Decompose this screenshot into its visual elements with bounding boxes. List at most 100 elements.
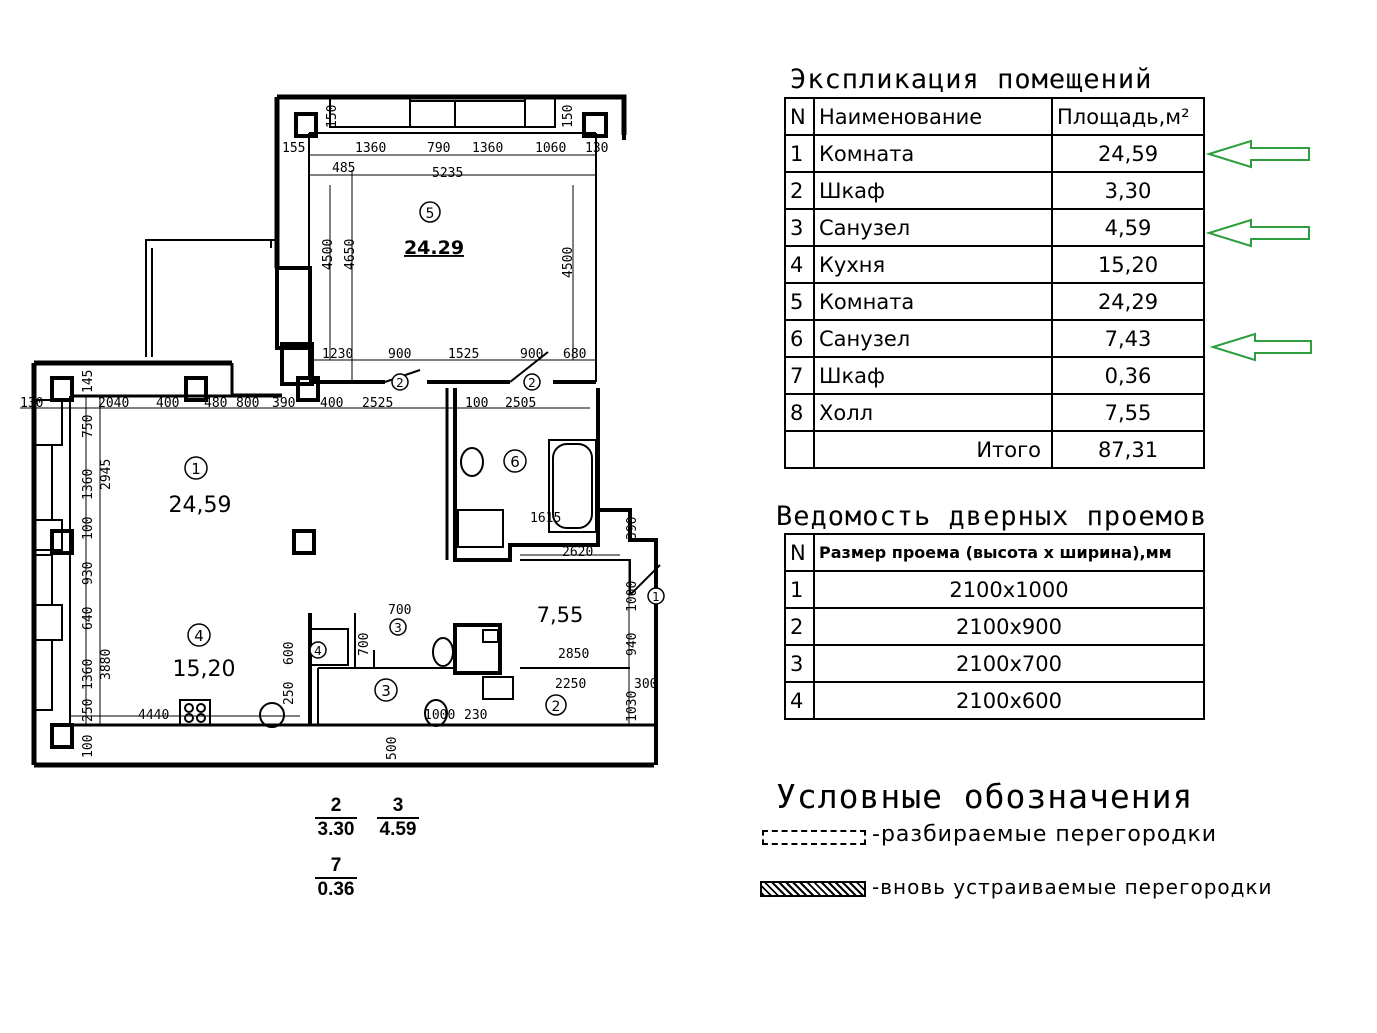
header-name: Наименование <box>813 97 1053 136</box>
dim: 1360 <box>355 141 386 156</box>
fraction-bathroom-3: 3 4.59 <box>377 795 419 841</box>
header-n: N <box>784 97 815 136</box>
row-n: 4 <box>784 681 815 720</box>
dim: 130 <box>20 396 43 411</box>
fraction-num: 7 <box>330 855 342 876</box>
room-6-number: 6 <box>510 453 520 471</box>
header-area: Площадь,м² <box>1051 97 1205 136</box>
row-name: Комната <box>813 134 1053 173</box>
doors-table-header: N Размер проема (высота х ширина),мм <box>784 533 1205 572</box>
row-area: 7,55 <box>1051 393 1205 432</box>
table-row: 2 Шкаф 3,30 <box>784 171 1205 210</box>
dim: 4650 <box>343 239 358 270</box>
door-mark: 2 <box>528 376 536 390</box>
row-size: 2100х900 <box>813 607 1205 646</box>
rooms-table-title: Экспликация помещений <box>790 64 1153 95</box>
table-row: 8 Холл 7,55 <box>784 393 1205 432</box>
row-area: 15,20 <box>1051 245 1205 284</box>
dim: 2945 <box>99 459 114 490</box>
row-n: 3 <box>784 208 815 247</box>
fraction-den: 3.30 <box>315 817 357 841</box>
total-label: Итого <box>813 430 1053 469</box>
dim: 800 <box>236 396 259 411</box>
dim: 150 <box>561 105 576 128</box>
rooms-table: N Наименование Площадь,м² 1 Комната 24,5… <box>784 97 1205 469</box>
room-4-number: 4 <box>194 627 204 645</box>
room-labels: 1 24,59 4 15,20 5 24.29 6 3 7,55 <box>169 201 584 702</box>
dim: 4500 <box>321 239 336 270</box>
room-5-area: 24.29 <box>404 237 464 259</box>
dim: 700 <box>388 603 411 618</box>
new-partition-symbol <box>760 881 866 897</box>
room-8-area: 7,55 <box>537 603 584 627</box>
row-n: 2 <box>784 607 815 646</box>
fraction-num: 2 <box>330 795 342 816</box>
arrow-left-icon <box>1205 139 1310 169</box>
dim: 100 <box>81 735 96 758</box>
row-n: 4 <box>784 245 815 284</box>
dim: 145 <box>81 370 96 393</box>
table-row: 1 Комната 24,59 <box>784 134 1205 173</box>
dim: 1360 <box>81 659 96 690</box>
legend-title: Условные обозначения <box>776 777 1194 816</box>
dim: 150 <box>325 105 340 128</box>
dim: 1000 <box>424 708 455 723</box>
dim: 1615 <box>530 511 561 526</box>
dim: 2040 <box>98 396 129 411</box>
arrow-left-icon <box>1209 332 1312 362</box>
row-n: 1 <box>784 134 815 173</box>
row-name: Санузел <box>813 319 1053 358</box>
dim: 750 <box>81 415 96 438</box>
header-size: Размер проема (высота х ширина),мм <box>813 533 1205 572</box>
dim: 2505 <box>505 396 536 411</box>
dim: 3880 <box>99 649 114 680</box>
dim: 900 <box>520 347 543 362</box>
dim: 400 <box>156 396 179 411</box>
dim: 5235 <box>432 166 463 181</box>
table-row: 4 Кухня 15,20 <box>784 245 1205 284</box>
dim: 100 <box>465 396 488 411</box>
dim: 300 <box>634 677 657 692</box>
fraction-den: 4.59 <box>377 817 419 841</box>
dim: 100 <box>81 517 96 540</box>
fraction-wardrobe-7: 7 0.36 <box>315 855 357 901</box>
total-row: Итого 87,31 <box>784 430 1205 469</box>
row-n: 1 <box>784 570 815 609</box>
dim: 500 <box>385 737 400 760</box>
dim: 2250 <box>555 677 586 692</box>
dim: 1230 <box>322 347 353 362</box>
dim: 155 <box>282 141 305 156</box>
table-row: 2 2100х900 <box>784 607 1205 646</box>
row-area: 3,30 <box>1051 171 1205 210</box>
doors-table: N Размер проема (высота х ширина),мм 1 2… <box>784 533 1205 720</box>
table-row: 7 Шкаф 0,36 <box>784 356 1205 395</box>
table-row: 1 2100х1000 <box>784 570 1205 609</box>
row-area: 24,59 <box>1051 134 1205 173</box>
table-row: 6 Санузел 7,43 <box>784 319 1205 358</box>
table-row: 3 Санузел 4,59 <box>784 208 1205 247</box>
room-1-area: 24,59 <box>169 493 232 518</box>
dismantled-partition-symbol <box>762 830 866 845</box>
dim: 390 <box>625 517 640 540</box>
row-area: 0,36 <box>1051 356 1205 395</box>
dim: 485 <box>332 161 355 176</box>
rooms-table-header: N Наименование Площадь,м² <box>784 97 1205 136</box>
dim: 390 <box>272 396 295 411</box>
room-5-number: 5 <box>426 206 435 222</box>
row-size: 2100х600 <box>813 681 1205 720</box>
fraction-den: 0.36 <box>315 877 357 901</box>
room-1-number: 1 <box>191 460 201 478</box>
row-name: Шкаф <box>813 356 1053 395</box>
dim: 1030 <box>625 691 640 722</box>
dim: 2525 <box>362 396 393 411</box>
table-row: 4 2100х600 <box>784 681 1205 720</box>
door-mark: 2 <box>396 376 404 390</box>
row-name: Холл <box>813 393 1053 432</box>
dim: 790 <box>427 141 450 156</box>
dim: 1525 <box>448 347 479 362</box>
row-size: 2100х1000 <box>813 570 1205 609</box>
dimension-labels: 155 1360 790 1360 1060 130 485 5235 150 … <box>20 105 657 760</box>
dim: 130 <box>585 141 608 156</box>
row-n: 6 <box>784 319 815 358</box>
row-name: Комната <box>813 282 1053 321</box>
